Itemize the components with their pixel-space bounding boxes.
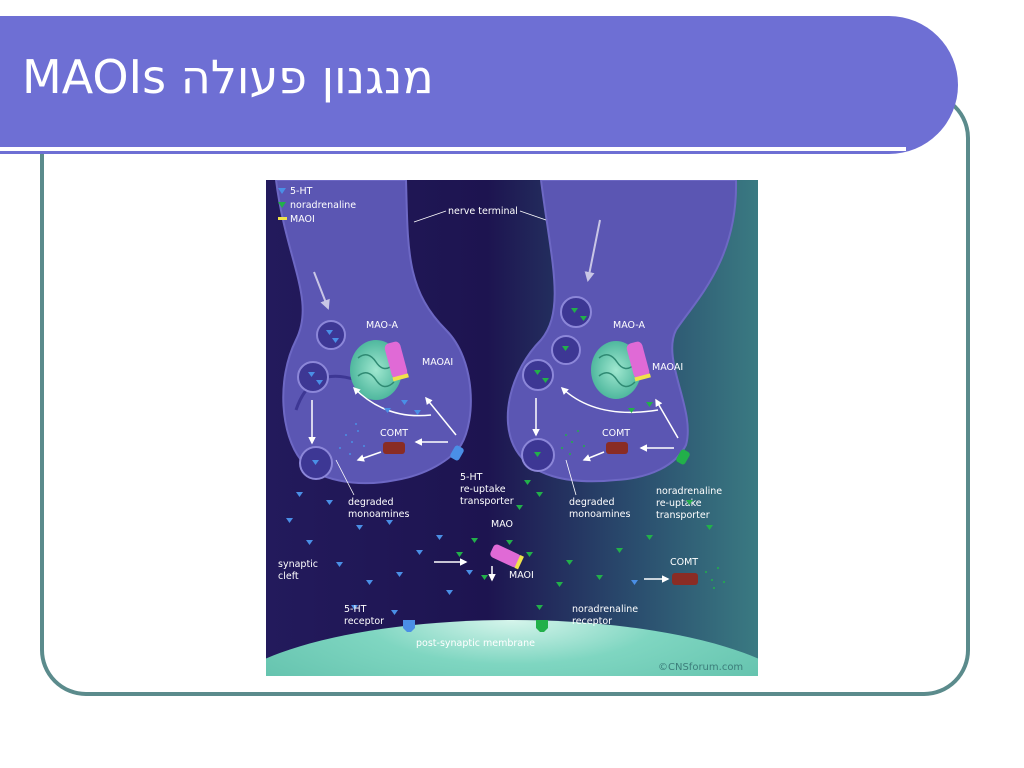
vesicle [560, 296, 592, 328]
left-signal-arrow [313, 271, 330, 310]
left-comt-enzyme [383, 442, 405, 454]
left-comt-label: COMT [380, 428, 408, 439]
legend-5ht-label: 5-HT [290, 186, 313, 197]
maoi-label: MAOI [509, 570, 534, 581]
left-degraded-label-line1: degraded [348, 497, 394, 508]
right-mao-a-label: MAO-A [613, 320, 645, 331]
cleft-comt-enzyme [672, 573, 698, 585]
legend-maoi-icon [278, 217, 287, 220]
left-nerve-terminal [274, 180, 472, 485]
legend-maoi-label: MAOI [290, 214, 315, 225]
left-mitochondrion-cristae [357, 354, 395, 388]
vesicle [297, 361, 329, 393]
left-transporter-to-mao-arrow [425, 396, 457, 436]
right-comt-label: COMT [602, 428, 630, 439]
5ht-reuptake-transporter [450, 445, 464, 461]
right-signal-arrow [584, 219, 601, 282]
right-maoai-label: MAOAI [652, 362, 683, 373]
noradrenaline-molecules [456, 308, 713, 610]
5ht-reuptake-label-line2: re-uptake [460, 484, 506, 495]
5ht-molecules [286, 330, 638, 615]
na-reuptake-label-line3: transporter [656, 510, 710, 521]
cleft-mao-enzyme [490, 544, 524, 570]
right-comt-enzyme [606, 442, 628, 454]
left-mao-a-label: MAO-A [366, 320, 398, 331]
noradrenaline-reuptake-transporter [676, 449, 690, 465]
left-degraded-leader [335, 459, 355, 496]
maoi-mechanism-diagram: 5-HT noradrenaline MAOI nerve terminal M… [266, 180, 758, 676]
nerve-terminal-leader-right [519, 210, 547, 221]
nerve-terminal-leader-left [413, 210, 447, 223]
right-degraded-label-line2: monoamines [569, 509, 630, 520]
title-underline [0, 147, 906, 151]
vesicle [522, 359, 554, 391]
post-synaptic-membrane [266, 620, 758, 676]
right-degraded-leader [565, 459, 577, 496]
post-synaptic-label: post-synaptic membrane [416, 638, 535, 649]
slide-title: מנגנון פעולה MAOIs [22, 50, 434, 104]
right-transporter-to-mao-arrow [655, 398, 679, 439]
5ht-receptor [403, 620, 415, 632]
noradrenaline-receptor [536, 620, 548, 632]
left-recycle-arrow [352, 386, 432, 417]
legend: 5-HT noradrenaline MAOI [278, 186, 356, 225]
5ht-reuptake-label-line1: 5-HT [460, 472, 483, 483]
5ht-reuptake-label-line3: transporter [460, 496, 514, 507]
left-degraded-dots [339, 423, 365, 455]
left-vesicles [297, 320, 346, 480]
vesicle [316, 320, 346, 350]
right-recycle-arrow [560, 386, 659, 414]
legend-5ht-icon [278, 188, 286, 194]
5ht-receptor-label-line1: 5-HT [344, 604, 367, 615]
right-comt-to-vesicle-arrow [582, 451, 605, 462]
na-reuptake-label-line2: re-uptake [656, 498, 702, 509]
na-receptor-label-line2: receptor [572, 616, 612, 627]
synaptic-cleft-label-line2: cleft [278, 571, 299, 582]
na-reuptake-label-line1: noradrenaline [656, 486, 722, 497]
synaptic-cleft-label-line1: synaptic [278, 559, 318, 570]
right-nerve-terminal [506, 180, 738, 483]
title-bar [0, 16, 958, 154]
right-degraded-label-line1: degraded [569, 497, 615, 508]
left-mao-a-enzyme [384, 341, 409, 382]
5ht-receptor-label-line2: receptor [344, 616, 384, 627]
copyright-label: ©CNSforum.com [658, 662, 743, 673]
right-degraded-dots [561, 430, 585, 455]
left-degraded-label-line2: monoamines [348, 509, 409, 520]
mao-label: MAO [491, 519, 513, 530]
nerve-terminal-label: nerve terminal [448, 206, 518, 217]
left-comt-to-vesicle-arrow [356, 451, 382, 462]
right-mitochondrion-cristae [598, 354, 636, 388]
legend-noradrenaline-label: noradrenaline [290, 200, 356, 211]
legend-noradrenaline-icon [278, 202, 286, 208]
na-receptor-label-line1: noradrenaline [572, 604, 638, 615]
left-maoai-label: MAOAI [422, 357, 453, 368]
right-mao-a-enzyme [626, 341, 651, 382]
cleft-degraded-dots [705, 567, 725, 589]
cleft-comt-label: COMT [670, 557, 698, 568]
